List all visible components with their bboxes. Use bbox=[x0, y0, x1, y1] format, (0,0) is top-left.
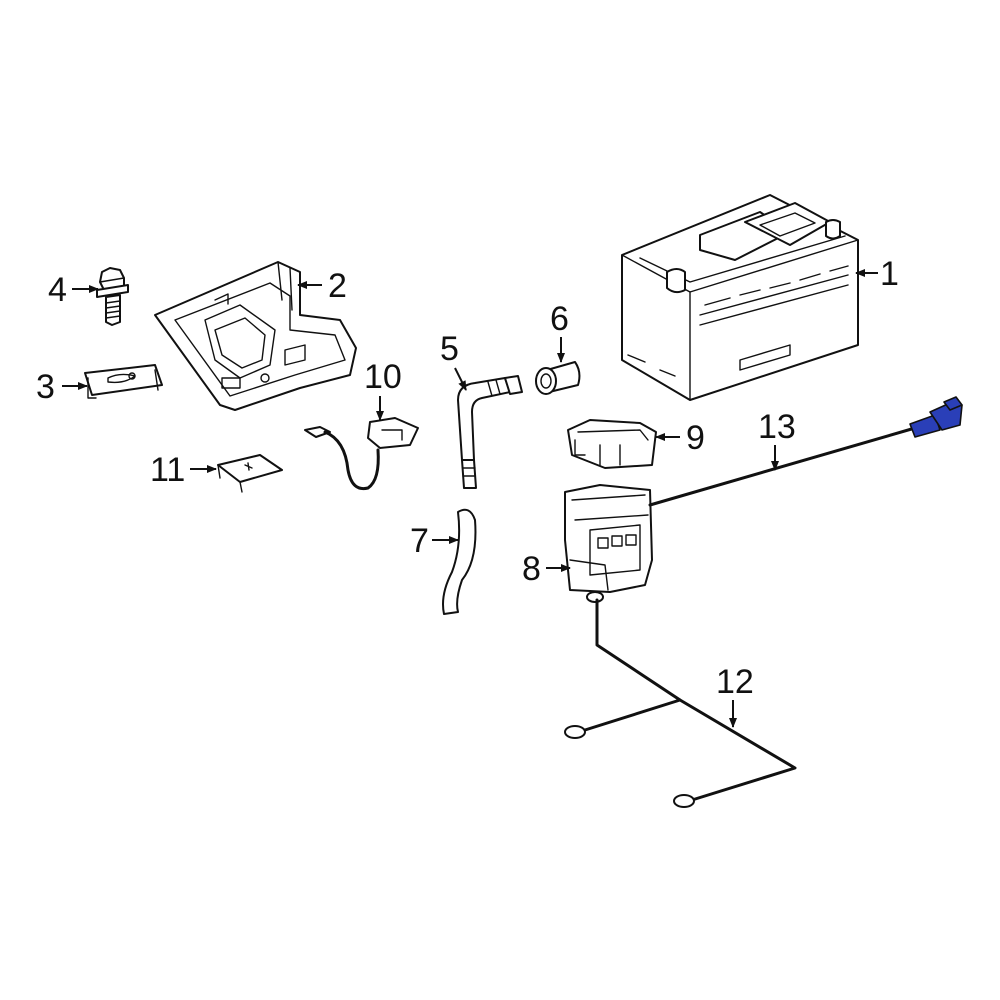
fuse-box bbox=[564, 484, 653, 603]
callout-5: 5 bbox=[440, 330, 459, 368]
callout-1: 1 bbox=[880, 255, 899, 293]
callout-3: 3 bbox=[36, 368, 55, 406]
callout-6: 6 bbox=[550, 300, 569, 338]
leader-5 bbox=[454, 367, 467, 391]
callout-2: 2 bbox=[328, 267, 347, 305]
cover-plate bbox=[217, 454, 283, 493]
sensor-cable bbox=[648, 426, 917, 507]
vent-hose-elbow bbox=[457, 375, 523, 489]
callout-13: 13 bbox=[758, 408, 796, 446]
grommet bbox=[535, 361, 581, 395]
callout-labels: 1 2 3 4 5 6 7 8 9 10 11 12 13 bbox=[36, 255, 899, 701]
bolt bbox=[96, 267, 129, 326]
vent-tube bbox=[442, 508, 477, 615]
sensor-connector-highlighted bbox=[909, 396, 963, 438]
callout-12: 12 bbox=[716, 663, 754, 701]
callout-4: 4 bbox=[48, 271, 67, 309]
wiring-harness bbox=[564, 598, 797, 808]
ground-cable bbox=[304, 417, 419, 491]
battery bbox=[621, 194, 859, 401]
callout-9: 9 bbox=[686, 419, 705, 457]
callout-11: 11 bbox=[150, 451, 185, 489]
callout-7: 7 bbox=[410, 522, 429, 560]
leader-lines bbox=[62, 269, 878, 728]
terminal-cover bbox=[567, 419, 657, 469]
battery-tray bbox=[154, 261, 357, 411]
callout-8: 8 bbox=[522, 550, 541, 588]
mounting-bracket bbox=[84, 364, 163, 399]
callout-10: 10 bbox=[364, 358, 402, 396]
